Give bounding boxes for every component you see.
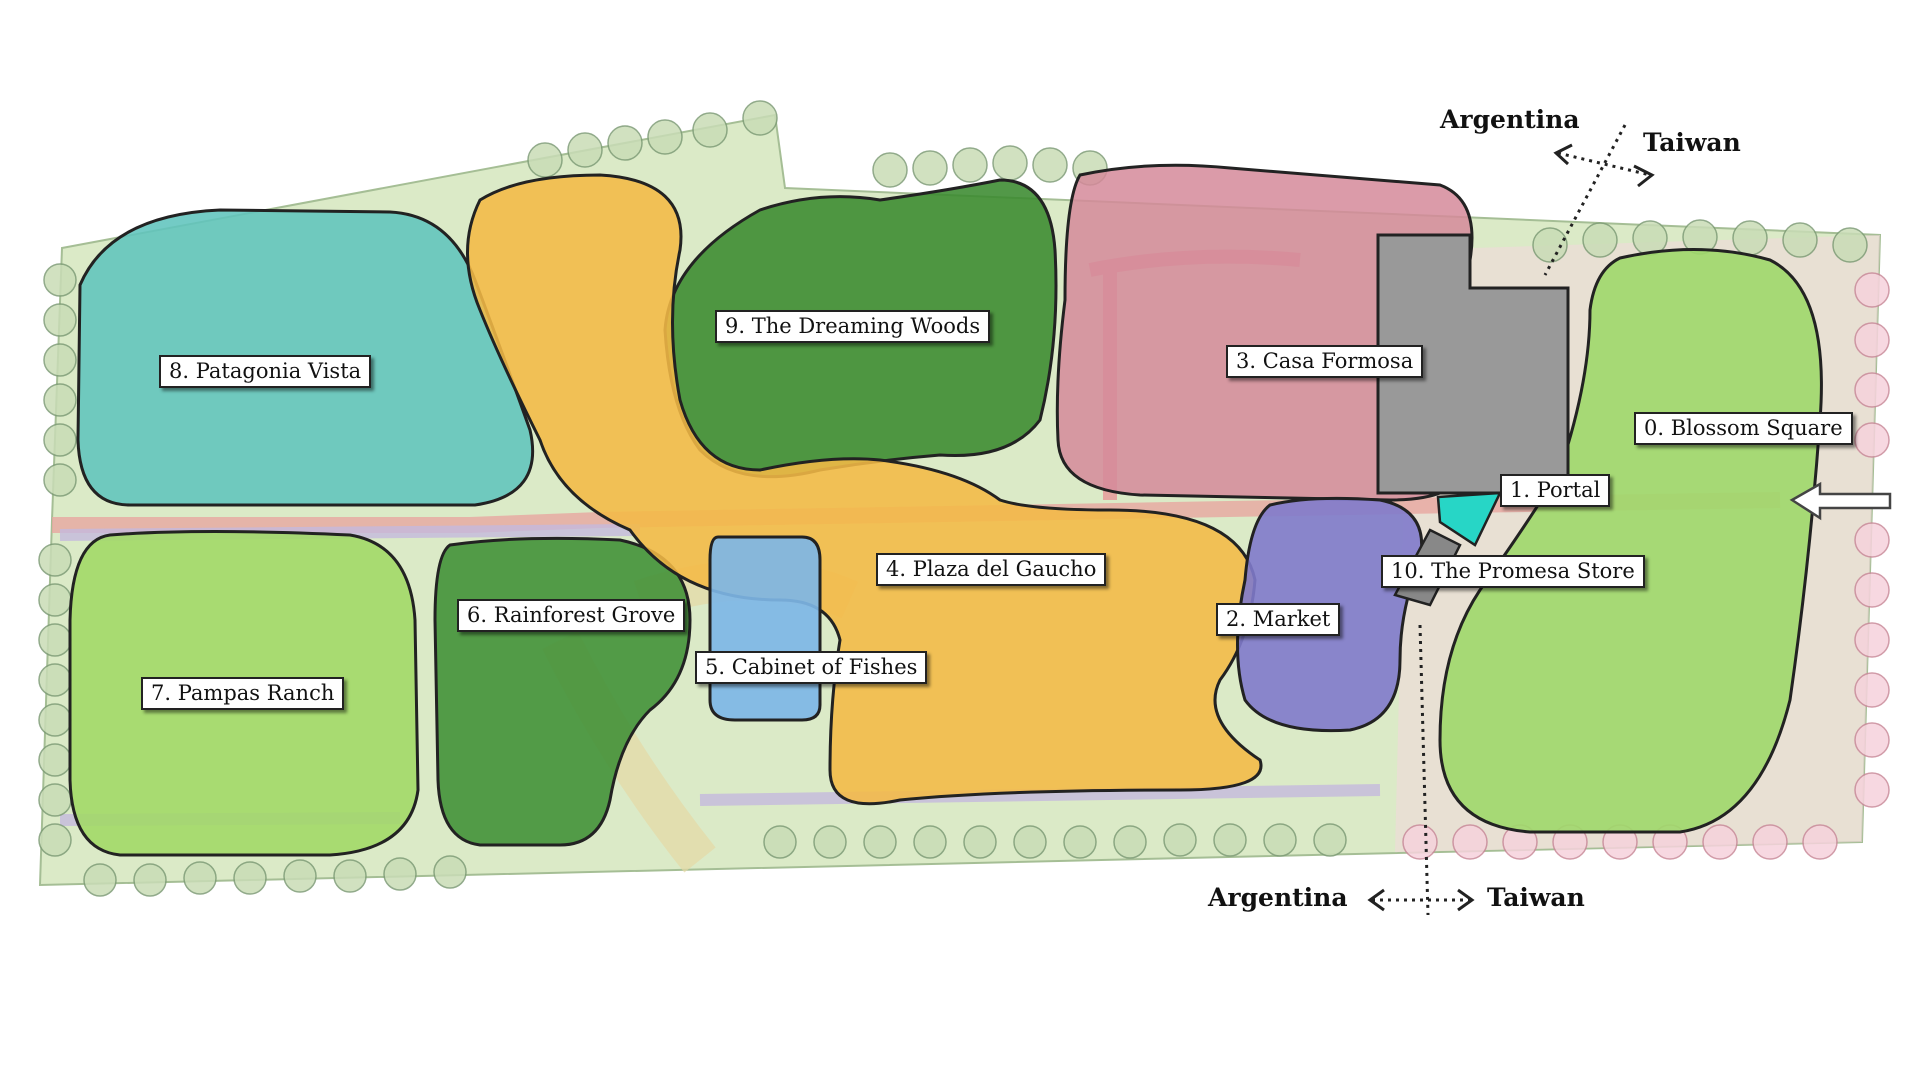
entrance-arrow-icon[interactable] xyxy=(1789,481,1892,521)
zone-label-6: 6. Rainforest Grove xyxy=(457,599,686,633)
zone-label-10: 10. The Promesa Store xyxy=(1381,555,1645,589)
zone-label-5: 5. Cabinet of Fishes xyxy=(695,651,928,685)
zone-label-1: 1. Portal xyxy=(1500,474,1611,508)
zone-label-0: 0. Blossom Square xyxy=(1634,412,1853,446)
tree-border xyxy=(38,100,1868,897)
zone-label-3: 3. Casa Formosa xyxy=(1226,345,1424,379)
top-boundary-right-label: Taiwan xyxy=(1643,128,1741,157)
zone-1-portal[interactable] xyxy=(1436,491,1503,547)
casa-formosa-building xyxy=(1376,233,1570,495)
zone-label-8: 8. Patagonia Vista xyxy=(159,355,372,389)
zone-5-cabinet-of-fishes[interactable] xyxy=(708,535,822,722)
top-boundary-left-label: Argentina xyxy=(1440,105,1580,134)
double-arrow-icon xyxy=(1553,143,1655,188)
zone-label-7: 7. Pampas Ranch xyxy=(141,677,345,711)
double-arrow-icon xyxy=(1367,888,1475,912)
zone-4-plaza-del-gaucho[interactable] xyxy=(466,173,1263,806)
blossom-tree-border xyxy=(1402,272,1890,860)
bottom-boundary-line xyxy=(1418,624,1430,916)
zone-label-2: 2. Market xyxy=(1216,603,1341,637)
zone-3-casa-formosa[interactable] xyxy=(1055,163,1474,502)
bottom-boundary-right-label: Taiwan xyxy=(1487,883,1585,912)
zone-label-9: 9. The Dreaming Woods xyxy=(715,310,991,344)
bottom-boundary-left-label: Argentina xyxy=(1208,883,1348,912)
zone-label-4: 4. Plaza del Gaucho xyxy=(876,553,1107,587)
